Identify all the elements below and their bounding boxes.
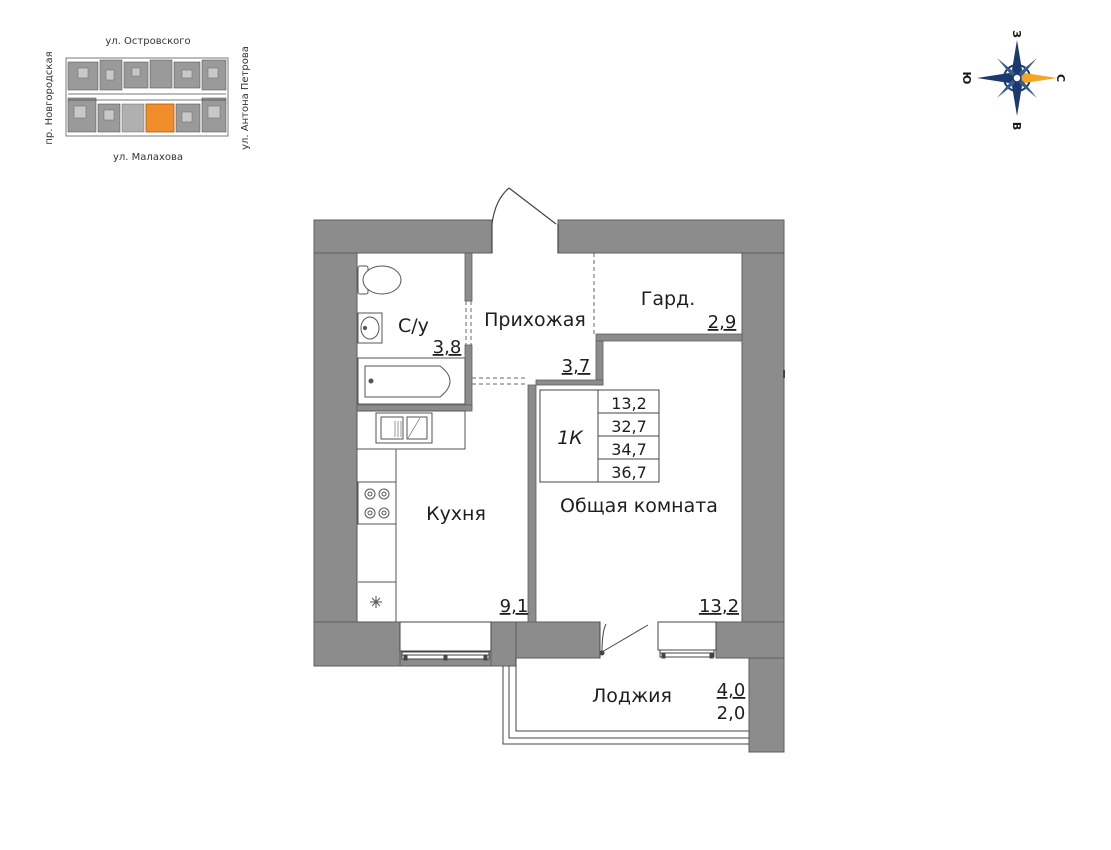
interior-walls: [356, 252, 743, 623]
door-openings: [465, 253, 595, 385]
loggia-area-reduced: 2,0: [717, 703, 746, 724]
street-top-label: ул. Островского: [105, 36, 190, 47]
summary-living-area: 13,2: [611, 394, 647, 413]
loggia-outline: [502, 658, 749, 745]
kitchen-window: [399, 621, 492, 661]
summary-total-area: 32,7: [611, 417, 647, 436]
bathroom-sink-icon: [357, 312, 383, 344]
kitchen-name: Кухня: [426, 503, 486, 525]
apartment-type: 1К: [557, 427, 584, 449]
hallway-name: Прихожая: [484, 309, 586, 331]
loggia-area: 4,0: [717, 680, 746, 701]
compass-east-label: В: [1010, 122, 1023, 130]
site-plan: ул. Островского ул. Малахова пр. Новгоро…: [44, 36, 251, 163]
living-window: [657, 621, 717, 659]
loggia-name: Лоджия: [592, 685, 672, 707]
hallway-area: 3,7: [562, 356, 591, 377]
kitchen-area: 9,1: [500, 596, 529, 617]
compass-west-label: З: [1010, 30, 1023, 38]
toilet-icon: [357, 265, 402, 295]
highlighted-apartment: [145, 103, 175, 133]
bathroom-area: 3,8: [433, 337, 462, 358]
wardrobe-name: Гард.: [641, 288, 695, 310]
kitchen-sink-icon: [375, 412, 433, 444]
bathroom-name: С/у: [398, 315, 429, 337]
area-summary-table: [539, 389, 660, 483]
boiler-icon: [358, 581, 396, 608]
entrance-door: [491, 187, 559, 253]
street-left-label: пр. Новгородская: [44, 51, 55, 144]
living-area: 13,2: [699, 596, 739, 617]
street-bottom-label: ул. Малахова: [113, 152, 183, 163]
summary-total-full: 36,7: [611, 463, 647, 482]
compass-south-label: Ю: [960, 72, 973, 85]
compass-north-label: С: [1054, 74, 1067, 82]
summary-total-with-loggia: 34,7: [611, 440, 647, 459]
wardrobe-area: 2,9: [708, 312, 737, 333]
bathtub-icon: [357, 357, 466, 405]
living-name: Общая комната: [560, 495, 718, 517]
stove-icon: [357, 481, 397, 525]
balcony-door: [599, 622, 649, 658]
street-right-label: ул. Антона Петрова: [240, 46, 251, 150]
compass-rose-icon: З В Ю С: [960, 30, 1067, 130]
